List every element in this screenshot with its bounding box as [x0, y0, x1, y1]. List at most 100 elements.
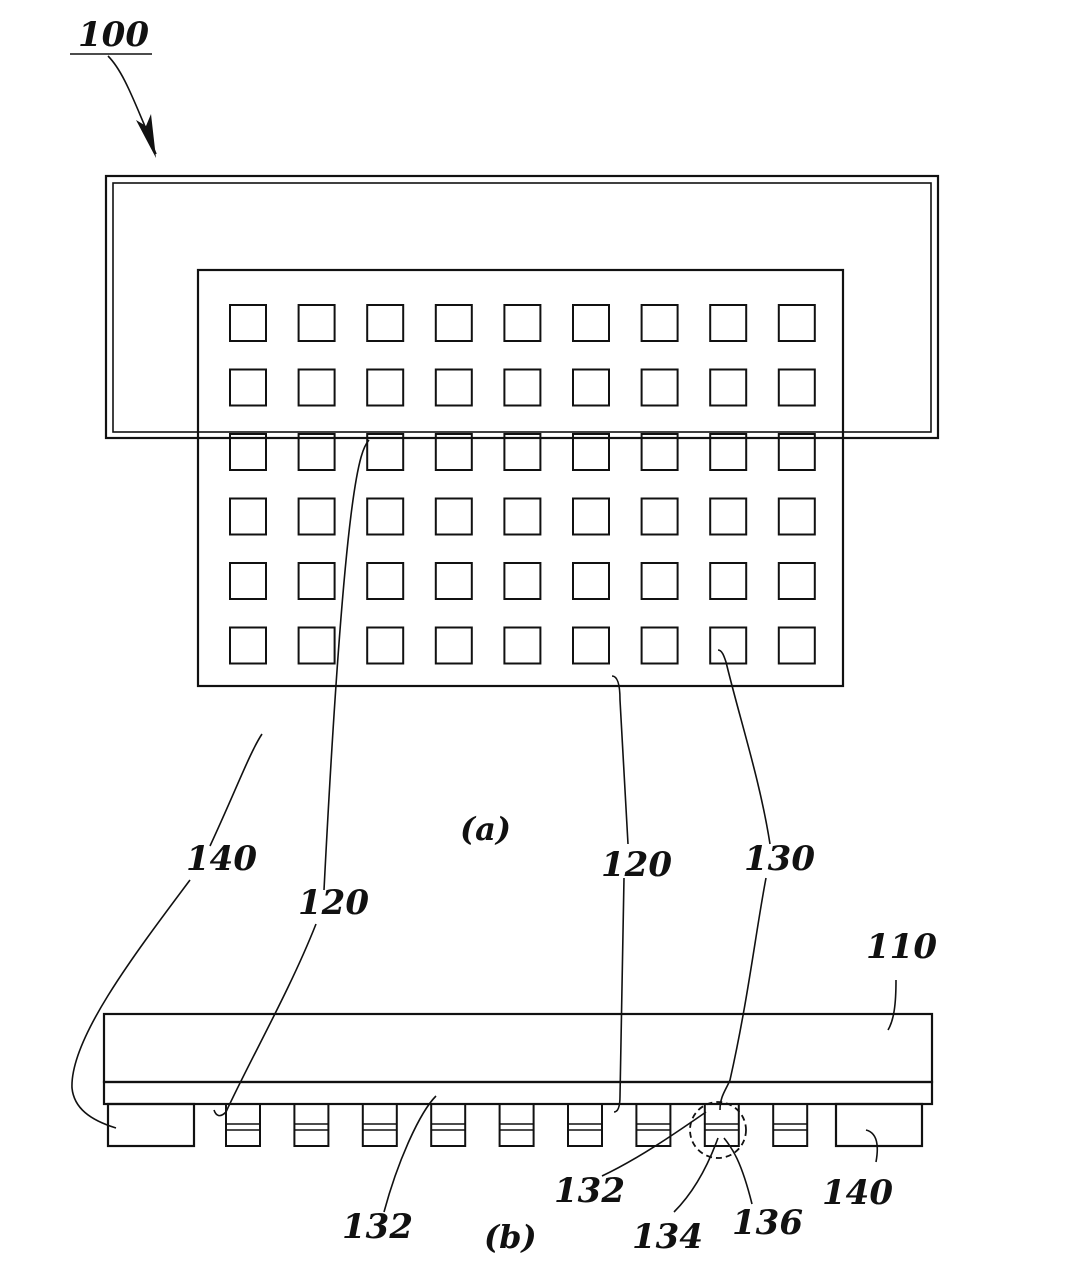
pad-130: [642, 434, 678, 470]
edge-block-140-left: [108, 1104, 194, 1146]
pad-130: [299, 563, 335, 599]
pad-130: [573, 305, 609, 341]
pad-130: [642, 499, 678, 535]
pillar-body: [500, 1104, 534, 1146]
leader-132-b-right: [602, 1112, 706, 1176]
leader-120-left-a: [324, 440, 369, 890]
pad-130: [436, 628, 472, 664]
pad-130: [230, 628, 266, 664]
pad-130: [299, 499, 335, 535]
pad-130: [299, 305, 335, 341]
pillar-130: [226, 1104, 260, 1146]
pad-130: [436, 434, 472, 470]
pad-130: [230, 499, 266, 535]
pillar-body: [773, 1104, 807, 1146]
pad-130: [573, 563, 609, 599]
pad-130: [642, 563, 678, 599]
pad-130: [573, 499, 609, 535]
view-a-pad-grid: [230, 305, 815, 664]
leader-120-b-right: [614, 878, 624, 1112]
pad-130: [710, 628, 746, 664]
pad-130: [779, 370, 815, 406]
pad-130: [230, 434, 266, 470]
leader-130-a: [718, 650, 770, 844]
pillar-body: [568, 1104, 602, 1146]
pad-130: [779, 563, 815, 599]
pillar-130: [363, 1104, 397, 1146]
leader-120-b-left: [214, 924, 316, 1116]
pad-130: [779, 434, 815, 470]
caption-a: (a): [460, 810, 511, 848]
ref-136: 136: [732, 1203, 803, 1243]
substrate-110: [104, 1014, 932, 1082]
pad-130: [367, 628, 403, 664]
pad-130: [436, 370, 472, 406]
pad-130: [642, 628, 678, 664]
pillar-body: [363, 1104, 397, 1146]
pad-130: [367, 563, 403, 599]
ref-120-left-a: 120: [298, 883, 369, 923]
pad-130: [504, 434, 540, 470]
view-b: 110 132 132 134 136 140 (b): [72, 878, 937, 1257]
pad-130: [779, 628, 815, 664]
pad-130: [504, 499, 540, 535]
leader-134-b: [674, 1138, 718, 1212]
pillar-body: [705, 1104, 739, 1146]
pad-130: [779, 499, 815, 535]
pillar-130: [705, 1104, 739, 1146]
leader-140-b-left: [72, 880, 190, 1128]
ref-100-arrow-head: [136, 114, 156, 158]
leader-130-b: [720, 878, 766, 1110]
pillar-body: [431, 1104, 465, 1146]
pad-130: [710, 305, 746, 341]
ref-120-right-a: 120: [601, 845, 672, 885]
pad-130: [779, 305, 815, 341]
pillar-130: [294, 1104, 328, 1146]
pad-130: [710, 563, 746, 599]
pad-130: [230, 370, 266, 406]
leader-120-right-a: [612, 676, 628, 844]
pad-130: [710, 499, 746, 535]
pad-130: [642, 370, 678, 406]
pad-130: [710, 434, 746, 470]
ref-132-left: 132: [342, 1207, 413, 1247]
pad-130: [642, 305, 678, 341]
pad-130: [504, 628, 540, 664]
leader-132-b-left: [384, 1096, 436, 1212]
view-b-pillars: [226, 1104, 807, 1146]
ref-130-a: 130: [744, 839, 815, 879]
pad-130: [504, 305, 540, 341]
leader-136-b: [724, 1138, 752, 1204]
pillar-130: [773, 1104, 807, 1146]
ref-132-right: 132: [554, 1171, 625, 1211]
pad-130: [504, 563, 540, 599]
pad-130: [367, 305, 403, 341]
pad-130: [367, 434, 403, 470]
ref-100: 100: [78, 15, 149, 55]
pad-130: [436, 305, 472, 341]
pad-130: [299, 628, 335, 664]
ref-110: 110: [866, 927, 937, 967]
pillar-body: [294, 1104, 328, 1146]
pillar-130: [431, 1104, 465, 1146]
pillar-130: [568, 1104, 602, 1146]
ref-140-b: 140: [822, 1173, 893, 1213]
pad-130: [367, 499, 403, 535]
caption-b: (b): [484, 1218, 537, 1256]
view-a: 140 120 120 130 (a): [106, 176, 938, 923]
pad-130: [573, 434, 609, 470]
view-a-inner-border: [113, 183, 931, 432]
ref-140-a: 140: [186, 839, 257, 879]
pad-130: [573, 628, 609, 664]
layer-120: [104, 1082, 932, 1104]
pad-130: [436, 563, 472, 599]
edge-block-140-right: [836, 1104, 922, 1146]
pad-130: [367, 370, 403, 406]
pad-130: [299, 434, 335, 470]
pad-130: [230, 563, 266, 599]
pad-130: [710, 370, 746, 406]
leader-140-a: [210, 734, 262, 846]
pad-130: [504, 370, 540, 406]
